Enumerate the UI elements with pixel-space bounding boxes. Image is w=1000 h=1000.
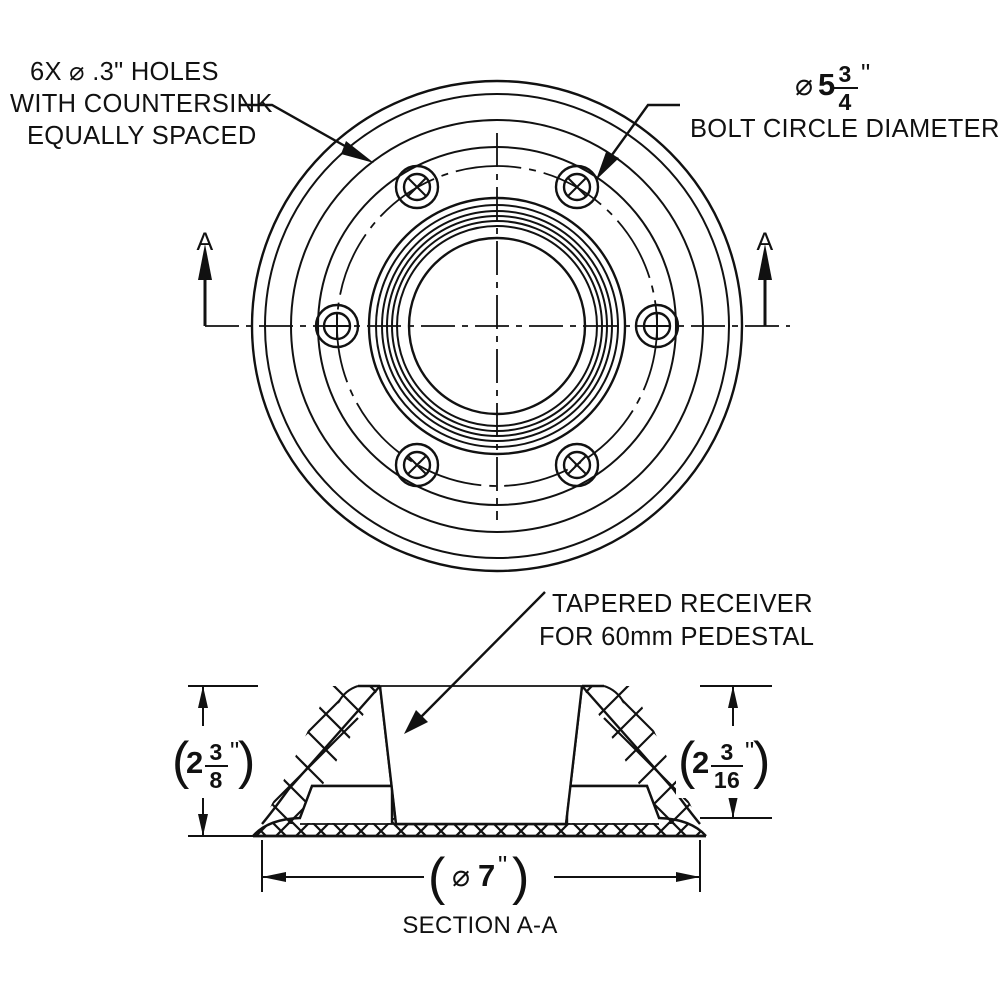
- base-pocket-left-outline: [298, 784, 394, 824]
- overall-dia-open-paren: (: [428, 848, 446, 906]
- section-view: ( 2 3 8 " ) ( 2 3 16 " ): [170, 591, 772, 939]
- bolt-circle-diameter-symbol: ⌀: [795, 69, 813, 102]
- overall-dia-whole: 7: [478, 858, 496, 893]
- pocket-left-void: [301, 787, 391, 823]
- height-right-denominator: 16: [714, 767, 740, 793]
- height-left-text-mask: [170, 726, 238, 798]
- receiver-note-text: TAPERED RECEIVER FOR 60mm PEDESTAL: [539, 590, 814, 651]
- bore-left-wall-restore: [378, 685, 398, 825]
- receiver-note-line1: TAPERED RECEIVER: [552, 590, 813, 618]
- section-label-left: A: [197, 228, 214, 256]
- top-view: A A: [197, 79, 790, 573]
- bolt-circle-leader: [596, 103, 680, 180]
- receiver-note-leader: [404, 591, 546, 734]
- pocket-right-void: [568, 787, 658, 823]
- countersink-hole-lower-right: [554, 442, 600, 488]
- height-right-text-mask: [676, 726, 760, 798]
- holes-note-line1: 6X ⌀ .3" HOLES: [30, 58, 219, 86]
- height-left-close-paren: ): [238, 732, 256, 790]
- receiver-bore-circle: [407, 236, 587, 416]
- holes-note-text: 6X ⌀ .3" HOLES WITH COUNTERSINK EQUALLY …: [10, 58, 273, 150]
- flange-outer-circle-inner: [264, 93, 730, 559]
- bolt-circle-label: BOLT CIRCLE DIAMETER: [690, 115, 1000, 143]
- hatch-base-slab: [253, 685, 706, 838]
- height-right-inch-mark: ": [745, 736, 755, 766]
- section-label-right: A: [757, 228, 774, 256]
- height-right-open-paren: (: [678, 732, 696, 790]
- overall-dia-symbol: ⌀: [452, 860, 470, 893]
- overall-dia-inch-mark: ": [498, 850, 508, 880]
- countersink-hole-upper-right: [554, 164, 600, 210]
- bolt-circle-whole: 5: [818, 67, 836, 102]
- height-left-dimension: ( 2 3 8 " ): [170, 685, 258, 837]
- bolt-circle-note-text: ⌀ 5 3 4 " BOLT CIRCLE DIAMETER: [690, 58, 1000, 143]
- height-right-dimension: ( 2 3 16 " ): [676, 685, 772, 819]
- height-left-whole: 2: [186, 745, 204, 780]
- base-right-top-edge: [601, 816, 707, 837]
- bolt-circle-numerator: 3: [838, 61, 851, 87]
- bolt-circle-denominator: 4: [838, 89, 851, 115]
- flange-outer-circle: [250, 79, 744, 573]
- holes-note-leader: [240, 103, 374, 163]
- height-left-open-paren: (: [172, 732, 190, 790]
- receiver-note-line2: FOR 60mm PEDESTAL: [539, 623, 814, 651]
- height-left-denominator: 8: [209, 767, 222, 793]
- flange-boss-circle: [317, 146, 677, 506]
- bolt-circle-inch-mark: ": [861, 58, 871, 88]
- receiver-ring-2: [375, 204, 619, 448]
- receiver-ring-4: [386, 215, 608, 437]
- section-mark-left: A: [197, 228, 214, 326]
- height-left-inch-mark: ": [230, 736, 240, 766]
- countersink-hole-right: [634, 303, 680, 349]
- countersink-hole-upper-left: [394, 164, 440, 210]
- countersink-hole-lower-left: [394, 442, 440, 488]
- overall-dia-close-paren: ): [512, 848, 530, 906]
- flange-step-circle: [290, 119, 704, 533]
- section-mark-right: A: [757, 228, 774, 326]
- holes-note-line3: EQUALLY SPACED: [27, 122, 257, 150]
- countersink-hole-left: [314, 303, 360, 349]
- overall-diameter-dimension: ( ⌀ 7 " ): [261, 840, 701, 906]
- height-right-close-paren: ): [753, 732, 771, 790]
- height-right-whole: 2: [692, 745, 710, 780]
- receiver-ring-6: [396, 225, 598, 427]
- bore-right-wall-restore: [564, 685, 584, 825]
- bore-cavity-void: [381, 688, 581, 823]
- base-left-top-edge: [252, 816, 358, 837]
- holes-note-line2: WITH COUNTERSINK: [10, 90, 273, 118]
- section-caption: SECTION A-A: [402, 912, 557, 939]
- receiver-ring-5: [391, 220, 603, 432]
- height-left-numerator: 3: [209, 739, 222, 765]
- height-right-numerator: 3: [720, 739, 733, 765]
- receiver-ring-3: [381, 210, 613, 442]
- receiver-ring-1: [367, 196, 627, 456]
- overall-dia-text-mask: [424, 852, 554, 900]
